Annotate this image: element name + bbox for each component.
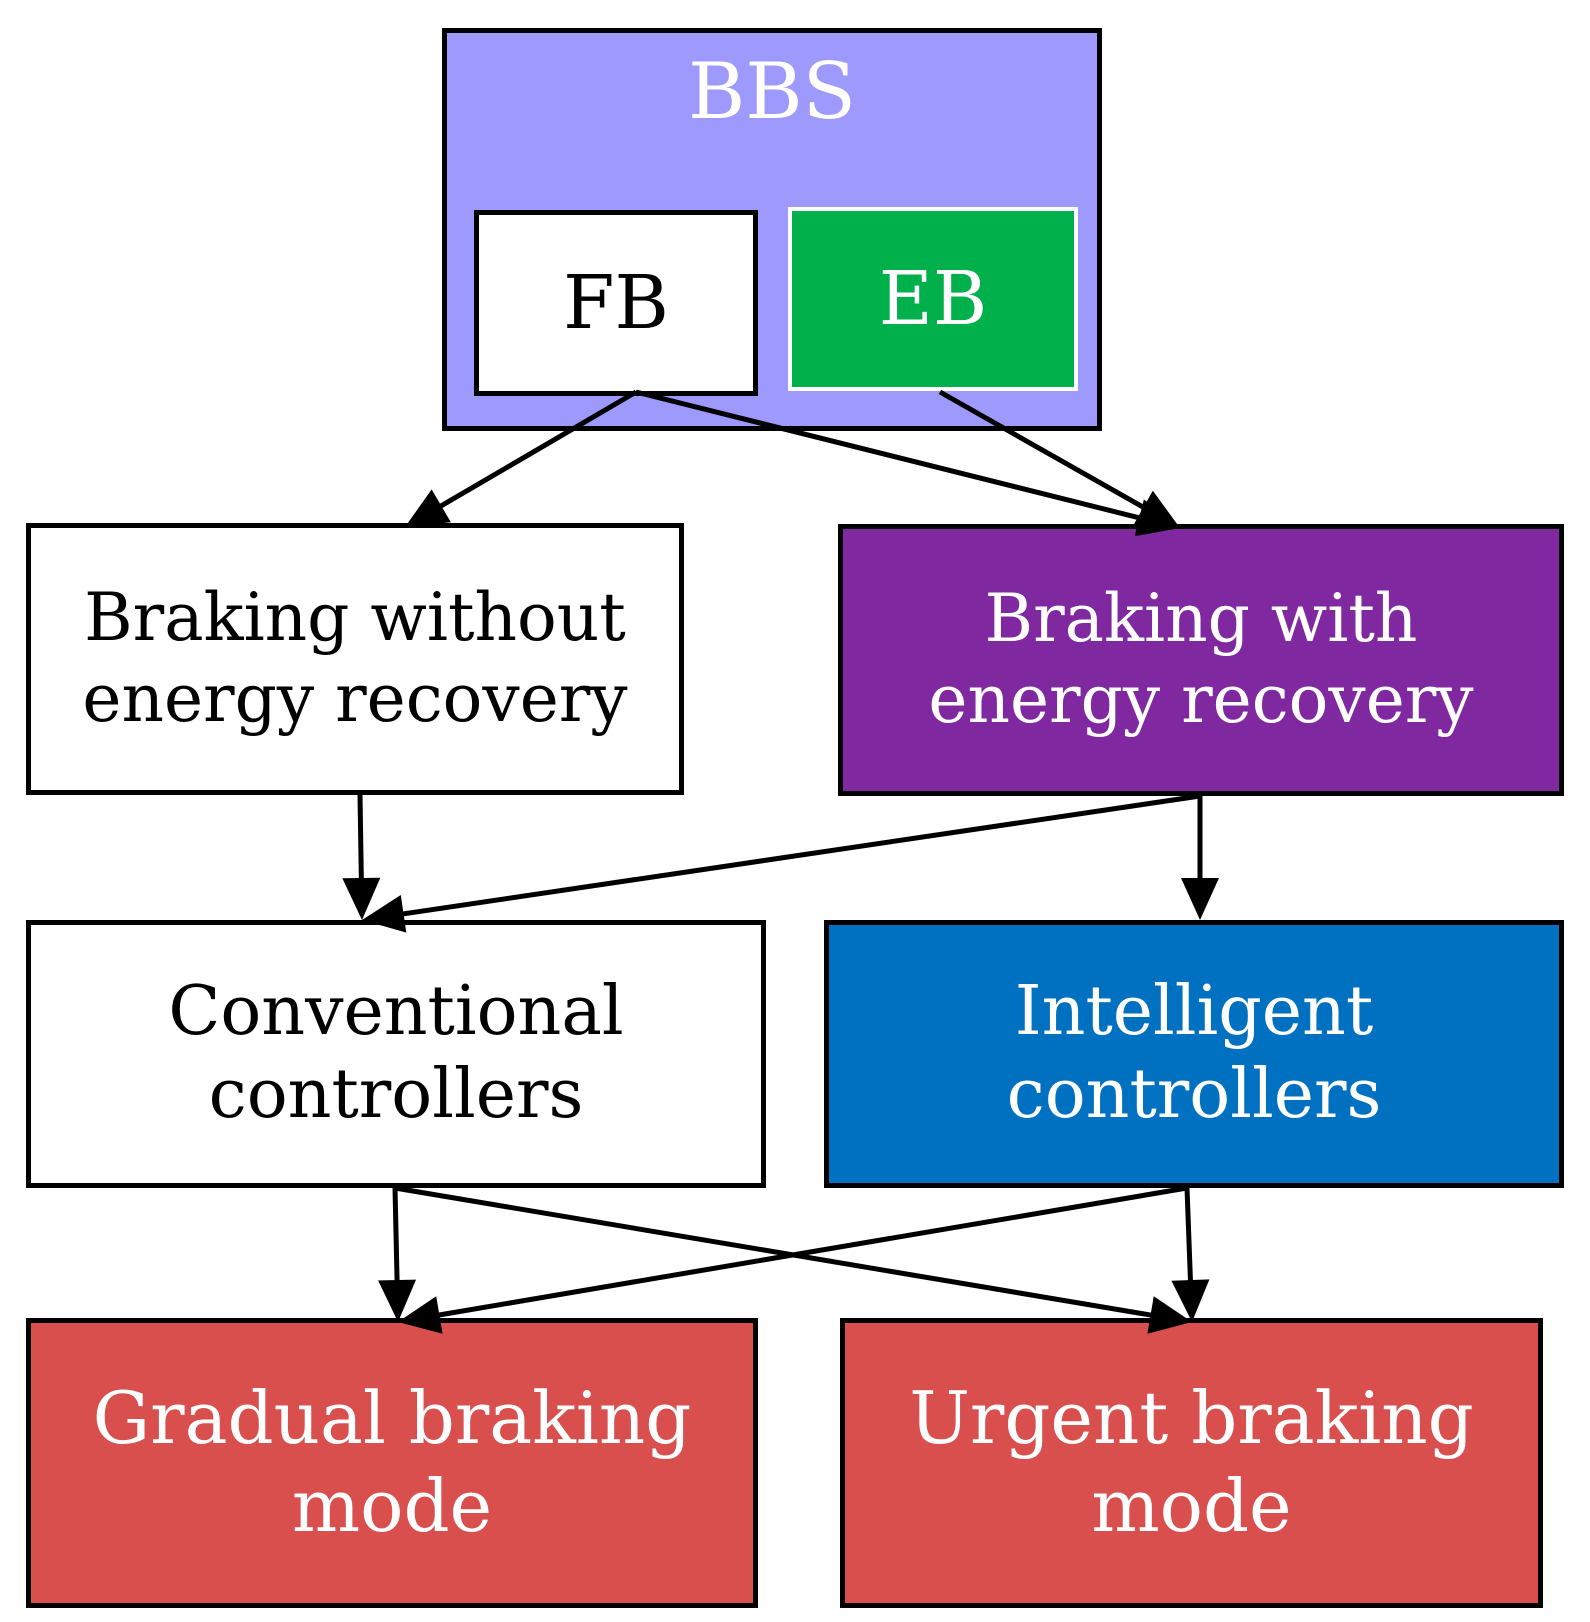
node-without-recovery: Braking without energy recovery bbox=[26, 523, 684, 795]
edge-line bbox=[435, 1185, 1188, 1319]
edge-conventional-to-urgent bbox=[394, 1185, 1192, 1334]
edge-line bbox=[394, 1185, 1155, 1319]
node-eb-label: EB bbox=[878, 255, 988, 342]
node-conventional-label: Conventional controllers bbox=[168, 972, 624, 1134]
node-with-recovery: Braking with energy recovery bbox=[838, 524, 1564, 796]
edge-line bbox=[392, 1187, 400, 1285]
node-urgent-label: Urgent braking mode bbox=[909, 1376, 1474, 1548]
arrowhead-icon bbox=[378, 1279, 417, 1322]
edge-eb-to-with_recovery bbox=[938, 389, 1180, 528]
node-intelligent: Intelligent controllers bbox=[824, 920, 1564, 1188]
node-fb-label: FB bbox=[563, 259, 669, 346]
node-without-recovery-label: Braking without energy recovery bbox=[82, 579, 628, 737]
arrowhead-icon bbox=[405, 489, 451, 527]
edge-intelligent-to-gradual bbox=[398, 1185, 1188, 1334]
arrowhead-icon bbox=[362, 895, 407, 933]
node-eb: EB bbox=[788, 207, 1078, 391]
node-gradual: Gradual braking mode bbox=[26, 1318, 758, 1608]
node-conventional: Conventional controllers bbox=[26, 920, 766, 1188]
arrowhead-icon bbox=[342, 877, 381, 920]
node-fb: FB bbox=[474, 210, 758, 396]
edge-line bbox=[635, 389, 1144, 522]
edge-conventional-to-gradual bbox=[378, 1187, 417, 1322]
arrowhead-icon bbox=[1181, 878, 1219, 920]
edge-line bbox=[399, 793, 1201, 917]
arrowhead-icon bbox=[1171, 1279, 1210, 1322]
node-bbs-label: BBS bbox=[687, 47, 857, 137]
edge-with_recovery-to-intelligent bbox=[1181, 796, 1219, 920]
node-with-recovery-label: Braking with energy recovery bbox=[928, 580, 1474, 738]
edge-line bbox=[938, 389, 1149, 512]
arrowhead-icon bbox=[1134, 490, 1180, 528]
node-intelligent-label: Intelligent controllers bbox=[1006, 972, 1382, 1134]
edge-fb-to-without_recovery bbox=[405, 389, 638, 527]
edge-line bbox=[436, 389, 638, 510]
edge-line bbox=[1184, 1187, 1194, 1285]
edge-fb-to-with_recovery bbox=[635, 389, 1180, 537]
edge-without_recovery-to-conventional bbox=[342, 794, 381, 920]
arrowhead-icon bbox=[1147, 1296, 1192, 1334]
edge-intelligent-to-urgent bbox=[1171, 1187, 1210, 1322]
node-gradual-label: Gradual braking mode bbox=[92, 1376, 692, 1548]
arrowhead-icon bbox=[398, 1296, 443, 1334]
edge-with_recovery-to-conventional bbox=[362, 793, 1201, 933]
edge-line bbox=[357, 794, 364, 883]
